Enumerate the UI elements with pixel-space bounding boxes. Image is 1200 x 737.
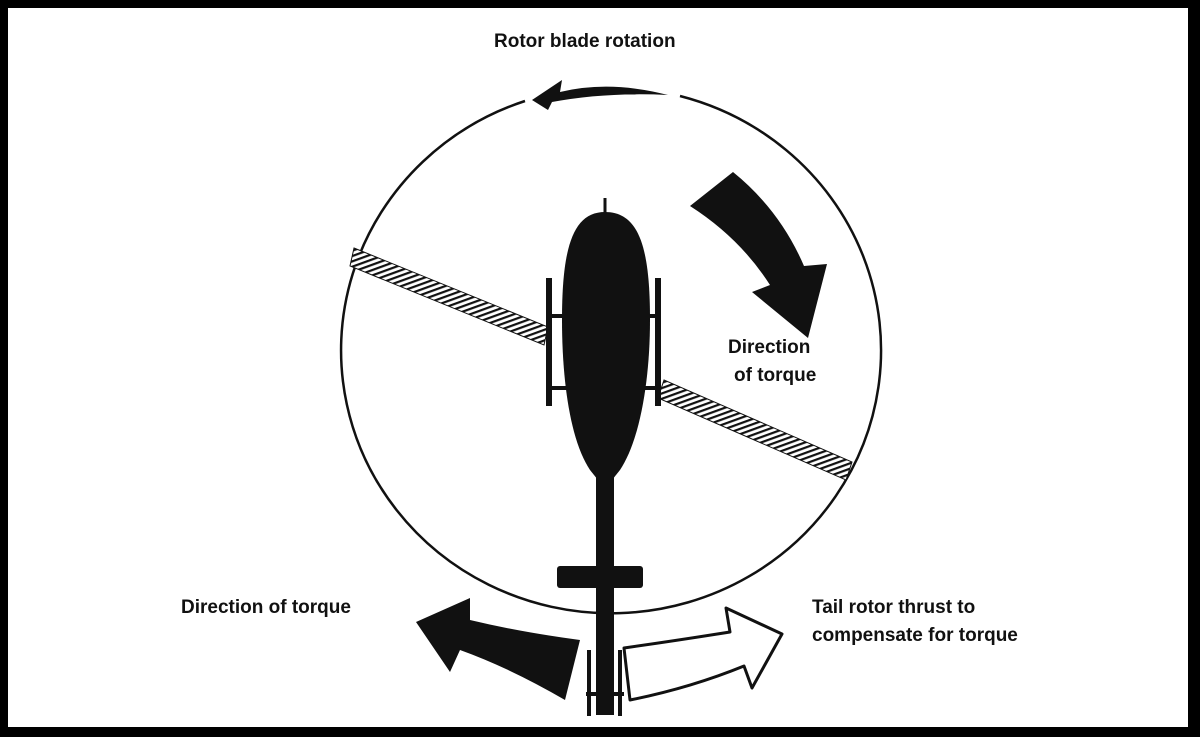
rotor-blade-right xyxy=(657,379,853,481)
rotor-blade-left xyxy=(349,247,549,346)
direction-of-torque-right-label-line2: of torque xyxy=(734,365,817,386)
direction-of-torque-left-label: Direction of torque xyxy=(181,597,351,618)
torque-arrow-right xyxy=(690,172,827,338)
rotor-rotation-arrow xyxy=(532,80,668,110)
tail-rotor-thrust-label-line2: compensate for torque xyxy=(812,625,1018,646)
direction-of-torque-right-label-line1: Direction xyxy=(728,337,811,358)
helicopter-silhouette xyxy=(546,198,661,716)
torque-arrow-left xyxy=(416,598,580,700)
tail-rotor-thrust-arrow xyxy=(622,606,784,702)
tail-rotor-thrust-label-line1: Tail rotor thrust to xyxy=(812,597,976,618)
rotor-blade-rotation-label: Rotor blade rotation xyxy=(494,31,676,52)
